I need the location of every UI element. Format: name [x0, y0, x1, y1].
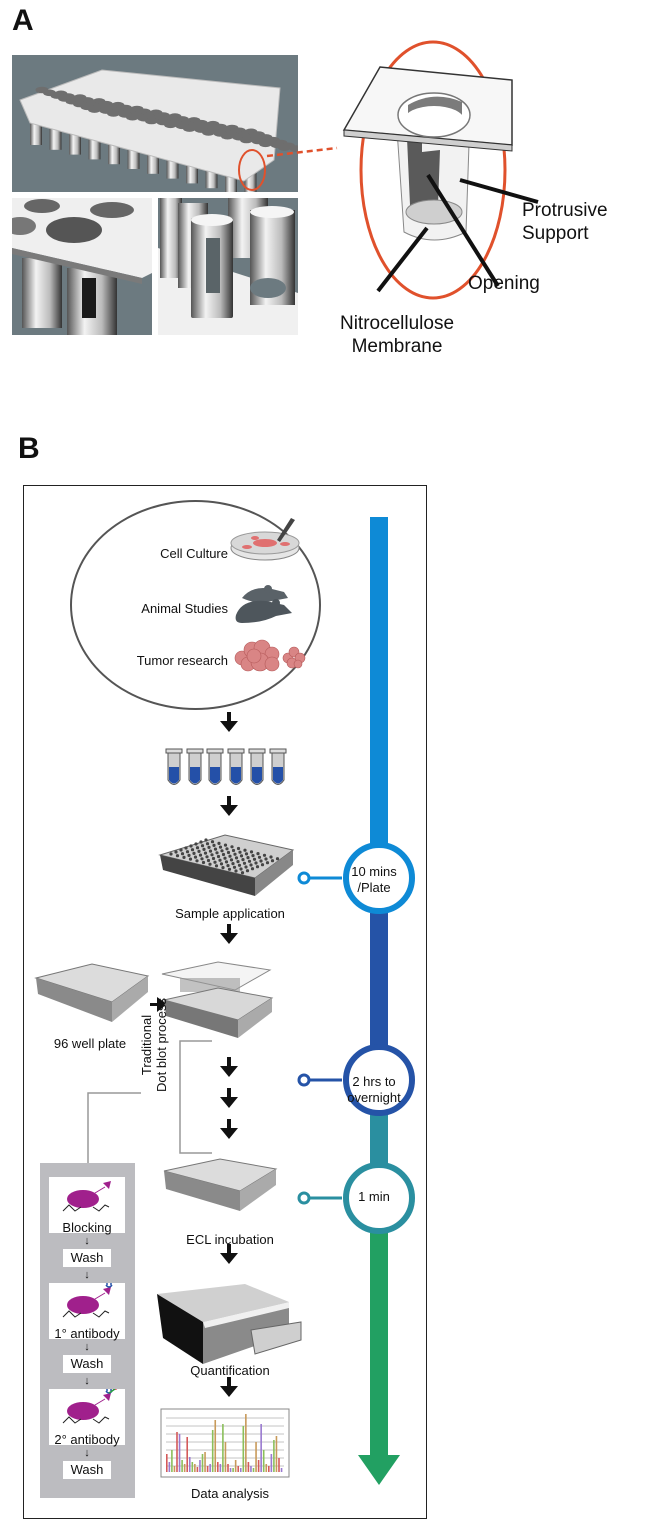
traditional-label-line1: Traditional	[139, 1014, 154, 1076]
side-arrow-down: ↓	[84, 1341, 90, 1353]
leader-line-opening	[426, 173, 500, 288]
zoom-connector-dashed-line	[266, 146, 338, 158]
source-label-cell-culture: Cell Culture	[160, 546, 228, 561]
badge-10-mins-line2: /Plate	[357, 880, 391, 895]
step-label: Blocking	[62, 1220, 112, 1235]
sample-tube-icon	[186, 748, 204, 785]
step-box-wash: Wash	[63, 1355, 111, 1373]
side-arrow-down: ↓	[84, 1375, 90, 1387]
step-label: Wash	[70, 1250, 104, 1265]
imager-device-icon	[157, 1284, 302, 1364]
label-protrusive-line1: Protrusive	[522, 200, 608, 221]
timeline-segment-2	[370, 895, 388, 1090]
badge-text-2-hrs: 2 hrs to overnight	[340, 1074, 408, 1106]
highlight-circle-large	[359, 40, 507, 300]
sample-tube-icon	[227, 748, 245, 785]
step-label: 2° antibody	[54, 1432, 120, 1447]
timeline-segment-4	[370, 1225, 388, 1455]
plate-render-overview	[12, 55, 298, 192]
badge-connector-node	[297, 1073, 311, 1087]
timeline-arrowhead	[358, 1455, 400, 1485]
petri-dish-icon	[230, 518, 300, 561]
source-label-animal-studies: Animal Studies	[141, 601, 228, 616]
mice-icon	[235, 585, 292, 623]
sample-application-plate-icon	[158, 834, 295, 896]
step-label-96-well-plate: 96 well plate	[53, 1036, 127, 1051]
timeline-badge	[343, 1162, 415, 1234]
step-box-1-antibody: 1° antibody	[49, 1283, 125, 1341]
step-label-ecl-incubation: ECL incubation	[186, 1232, 274, 1247]
leader-line-protrusive	[459, 178, 539, 204]
badge-2-hrs-line2: overnight	[347, 1090, 401, 1105]
label-protrusive-support: Protrusive Support	[522, 199, 608, 245]
step-label-sample-application: Sample application	[175, 906, 285, 921]
ecl-plate-icon	[163, 1158, 278, 1211]
badge-10-mins-line1: 10 mins	[351, 864, 397, 879]
timeline-segment-1	[370, 517, 388, 895]
side-arrow-down: ↓	[84, 1235, 90, 1247]
badge-connector-node	[297, 1191, 311, 1205]
highlight-circle-small	[238, 149, 266, 191]
label-opening: Opening	[468, 273, 540, 294]
label-membrane-line2: Membrane	[351, 336, 443, 357]
step-label: 1° antibody	[54, 1326, 120, 1341]
plate-render-closeup-top	[12, 198, 152, 335]
step-box-2-antibody: 2° antibody	[49, 1384, 125, 1447]
well-detail-illustration	[342, 40, 539, 300]
traditional-label-line2: Dot blot process	[154, 998, 169, 1092]
workflow-frame	[23, 485, 427, 1519]
step-box-wash: Wash	[63, 1249, 111, 1267]
panel-b-label: B	[18, 432, 40, 465]
plate-render-closeup-bottom	[158, 198, 298, 335]
sample-tube-icon	[248, 748, 266, 785]
source-label-tumor-research: Tumor research	[136, 653, 228, 668]
label-nitrocellulose-membrane: Nitrocellulose Membrane	[322, 312, 472, 358]
data-analysis-chart-icon	[160, 1408, 290, 1478]
protein-blot-icon	[62, 1384, 118, 1424]
traditional-dot-blot-label: Traditional Dot blot process	[139, 990, 169, 1100]
step-box-blocking: Blocking	[49, 1177, 125, 1235]
plate-overview-illustration	[19, 69, 298, 192]
badge-1-min-line1: 1 min	[358, 1189, 390, 1204]
sample-tube-icon	[206, 748, 224, 785]
badge-2-hrs-line1: 2 hrs to	[352, 1074, 396, 1089]
step-label: Wash	[70, 1462, 104, 1477]
stacked-plate-assembly-icon	[161, 961, 274, 1038]
step-label-quantification: Quantification	[190, 1363, 270, 1378]
sample-tube-icon	[269, 748, 286, 785]
sample-sources-ellipse	[70, 500, 321, 710]
side-arrow-down: ↓	[84, 1447, 90, 1459]
step-label-data-analysis: Data analysis	[190, 1486, 270, 1501]
badge-text-10-mins: 10 mins /Plate	[340, 864, 408, 896]
label-membrane-line1: Nitrocellulose	[339, 313, 455, 334]
sample-tube-icon	[165, 748, 183, 785]
badge-connector-node	[297, 871, 311, 885]
protein-blot-icon	[62, 1181, 111, 1212]
tumor-cells-icon	[234, 639, 306, 672]
protein-blot-icon	[62, 1283, 113, 1318]
badge-text-1-min: 1 min	[340, 1189, 408, 1205]
sample-tubes	[165, 748, 290, 793]
step-box-wash: Wash	[63, 1461, 111, 1479]
step-label: Wash	[70, 1356, 104, 1371]
timeline-badge	[343, 842, 415, 914]
side-arrow-down: ↓	[84, 1269, 90, 1281]
traditional-steps-panel: Blocking↓Wash↓1° antibody↓Wash↓2° antibo…	[40, 1163, 135, 1498]
label-protrusive-line2: Support	[522, 223, 589, 244]
leader-line-membrane	[376, 226, 429, 293]
well-plate-icon	[34, 963, 150, 1022]
timeline	[297, 517, 415, 1485]
timeline-badge	[343, 1044, 415, 1116]
panel-a-label: A	[12, 4, 34, 37]
